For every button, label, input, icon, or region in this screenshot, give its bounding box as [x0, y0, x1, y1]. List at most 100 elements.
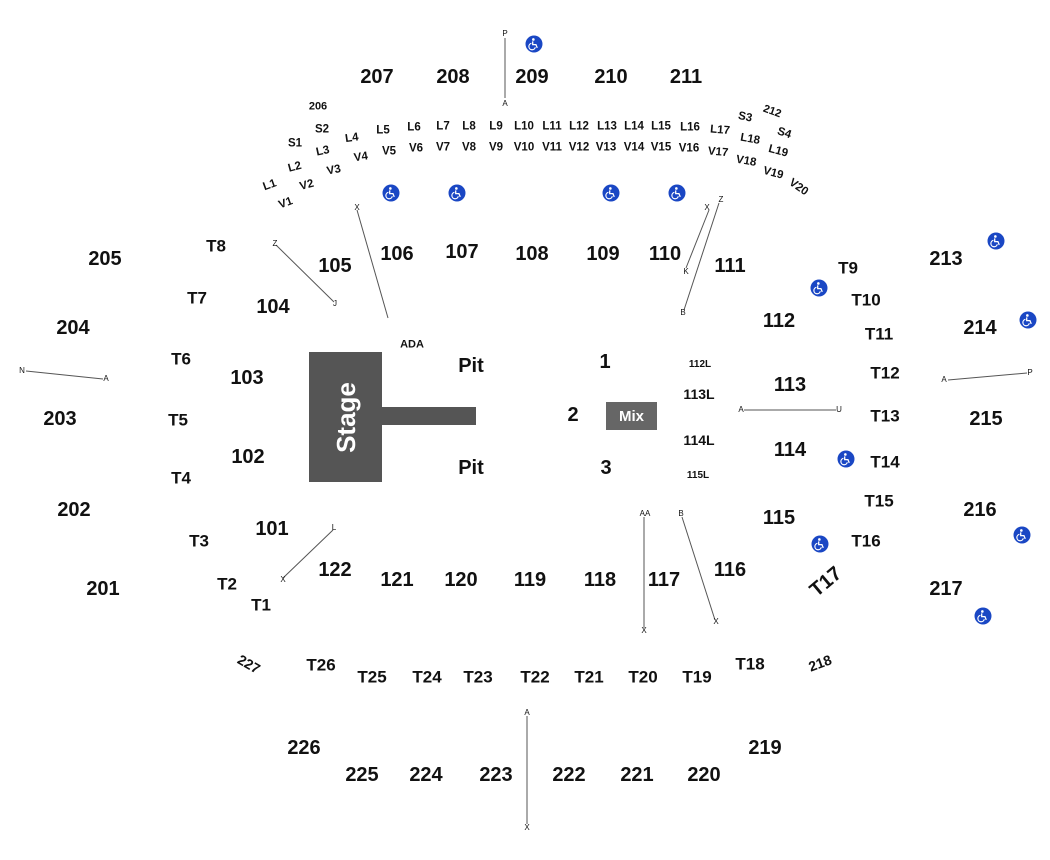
section-116[interactable]: 116 — [713, 559, 747, 581]
section-213[interactable]: 213 — [929, 248, 963, 270]
loge-V15[interactable]: V15 — [650, 141, 672, 154]
table-T22[interactable]: T22 — [520, 667, 550, 687]
loge-V16[interactable]: V16 — [678, 142, 700, 155]
loge-V11[interactable]: V11 — [542, 141, 562, 154]
section-209[interactable]: 209 — [515, 66, 549, 88]
table-T19[interactable]: T19 — [682, 667, 712, 687]
loge-L16[interactable]: L16 — [680, 121, 700, 134]
section-111[interactable]: 111 — [714, 255, 746, 277]
loge-V17[interactable]: V17 — [707, 145, 729, 160]
section-202[interactable]: 202 — [57, 499, 91, 521]
section-102[interactable]: 102 — [231, 446, 265, 468]
table-T7[interactable]: T7 — [187, 288, 207, 308]
table-T18[interactable]: T18 — [735, 654, 765, 674]
loge-V13[interactable]: V13 — [595, 141, 617, 154]
loge-L5[interactable]: L5 — [376, 124, 390, 137]
section-118[interactable]: 118 — [583, 569, 617, 591]
section-221[interactable]: 221 — [620, 764, 654, 786]
section-109[interactable]: 109 — [586, 243, 620, 265]
section-217[interactable]: 217 — [929, 578, 963, 600]
section-211[interactable]: 211 — [669, 66, 703, 88]
section-103[interactable]: 103 — [230, 367, 264, 389]
loge-L4[interactable]: L4 — [344, 131, 360, 146]
section-205[interactable]: 205 — [88, 248, 122, 270]
table-T21[interactable]: T21 — [574, 667, 604, 687]
loge-V14[interactable]: V14 — [623, 141, 645, 154]
section-223[interactable]: 223 — [479, 764, 513, 786]
section-107[interactable]: 107 — [445, 241, 479, 263]
loge-L14[interactable]: L14 — [624, 120, 644, 133]
section-114L[interactable]: 114L — [683, 432, 715, 448]
loge-V10[interactable]: V10 — [513, 141, 535, 154]
loge-L13[interactable]: L13 — [597, 120, 617, 133]
loge-V5[interactable]: V5 — [381, 145, 397, 158]
section-122[interactable]: 122 — [318, 559, 352, 581]
table-T8[interactable]: T8 — [206, 236, 226, 256]
pit-label[interactable]: Pit — [458, 457, 484, 479]
section-101[interactable]: 101 — [255, 518, 289, 540]
section-117[interactable]: 117 — [647, 569, 681, 591]
table-T25[interactable]: T25 — [357, 667, 387, 687]
section-113[interactable]: 113 — [773, 374, 807, 396]
suite-S1[interactable]: S1 — [287, 137, 303, 150]
loge-L8[interactable]: L8 — [462, 120, 476, 133]
loge-L11[interactable]: L11 — [542, 120, 562, 133]
section-224[interactable]: 224 — [409, 764, 443, 786]
table-T9[interactable]: T9 — [838, 258, 858, 278]
suite-S2[interactable]: S2 — [314, 123, 330, 136]
section-225[interactable]: 225 — [345, 764, 379, 786]
section-115L[interactable]: 115L — [686, 470, 710, 481]
floor-section-1[interactable]: 1 — [599, 351, 611, 373]
section-216[interactable]: 216 — [963, 499, 997, 521]
section-220[interactable]: 220 — [687, 764, 721, 786]
table-T11[interactable]: T11 — [864, 324, 894, 344]
section-119[interactable]: 119 — [513, 569, 547, 591]
table-T10[interactable]: T10 — [851, 290, 881, 310]
section-210[interactable]: 210 — [594, 66, 628, 88]
section-108[interactable]: 108 — [515, 243, 549, 265]
section-110[interactable]: 110 — [648, 243, 682, 265]
section-120[interactable]: 120 — [444, 569, 478, 591]
section-222[interactable]: 222 — [552, 764, 586, 786]
table-T23[interactable]: T23 — [463, 667, 493, 687]
loge-L7[interactable]: L7 — [436, 120, 450, 133]
loge-L15[interactable]: L15 — [651, 120, 671, 133]
loge-V4[interactable]: V4 — [353, 150, 369, 165]
loge-V9[interactable]: V9 — [488, 141, 504, 154]
table-T5[interactable]: T5 — [168, 410, 188, 430]
loge-V8[interactable]: V8 — [461, 141, 477, 154]
loge-V6[interactable]: V6 — [408, 142, 424, 155]
table-T3[interactable]: T3 — [189, 531, 209, 551]
section-203[interactable]: 203 — [43, 408, 77, 430]
table-T16[interactable]: T16 — [851, 531, 881, 551]
table-T26[interactable]: T26 — [306, 655, 336, 675]
section-112[interactable]: 112 — [762, 310, 796, 332]
section-121[interactable]: 121 — [380, 569, 414, 591]
pit-label[interactable]: Pit — [458, 355, 484, 377]
loge-L10[interactable]: L10 — [514, 120, 534, 133]
table-T20[interactable]: T20 — [628, 667, 658, 687]
table-T2[interactable]: T2 — [217, 574, 237, 594]
floor-section-2[interactable]: 2 — [567, 404, 579, 426]
section-204[interactable]: 204 — [56, 317, 90, 339]
loge-L6[interactable]: L6 — [407, 121, 421, 134]
section-208[interactable]: 208 — [436, 66, 470, 88]
section-104[interactable]: 104 — [256, 296, 290, 318]
section-114[interactable]: 114 — [773, 439, 807, 461]
section-219[interactable]: 219 — [748, 737, 782, 759]
table-T13[interactable]: T13 — [870, 406, 900, 426]
section-106[interactable]: 106 — [380, 243, 414, 265]
table-T4[interactable]: T4 — [171, 468, 191, 488]
section-226[interactable]: 226 — [287, 737, 321, 759]
section-112L[interactable]: 112L — [688, 359, 712, 370]
table-T6[interactable]: T6 — [171, 349, 191, 369]
table-T24[interactable]: T24 — [412, 667, 442, 687]
loge-L17[interactable]: L17 — [709, 123, 731, 138]
loge-L9[interactable]: L9 — [489, 120, 503, 133]
section-215[interactable]: 215 — [969, 408, 1003, 430]
section-201[interactable]: 201 — [86, 578, 120, 600]
loge-L12[interactable]: L12 — [569, 120, 589, 133]
section-214[interactable]: 214 — [963, 317, 997, 339]
loge-V7[interactable]: V7 — [435, 141, 451, 154]
table-T12[interactable]: T12 — [870, 363, 900, 383]
